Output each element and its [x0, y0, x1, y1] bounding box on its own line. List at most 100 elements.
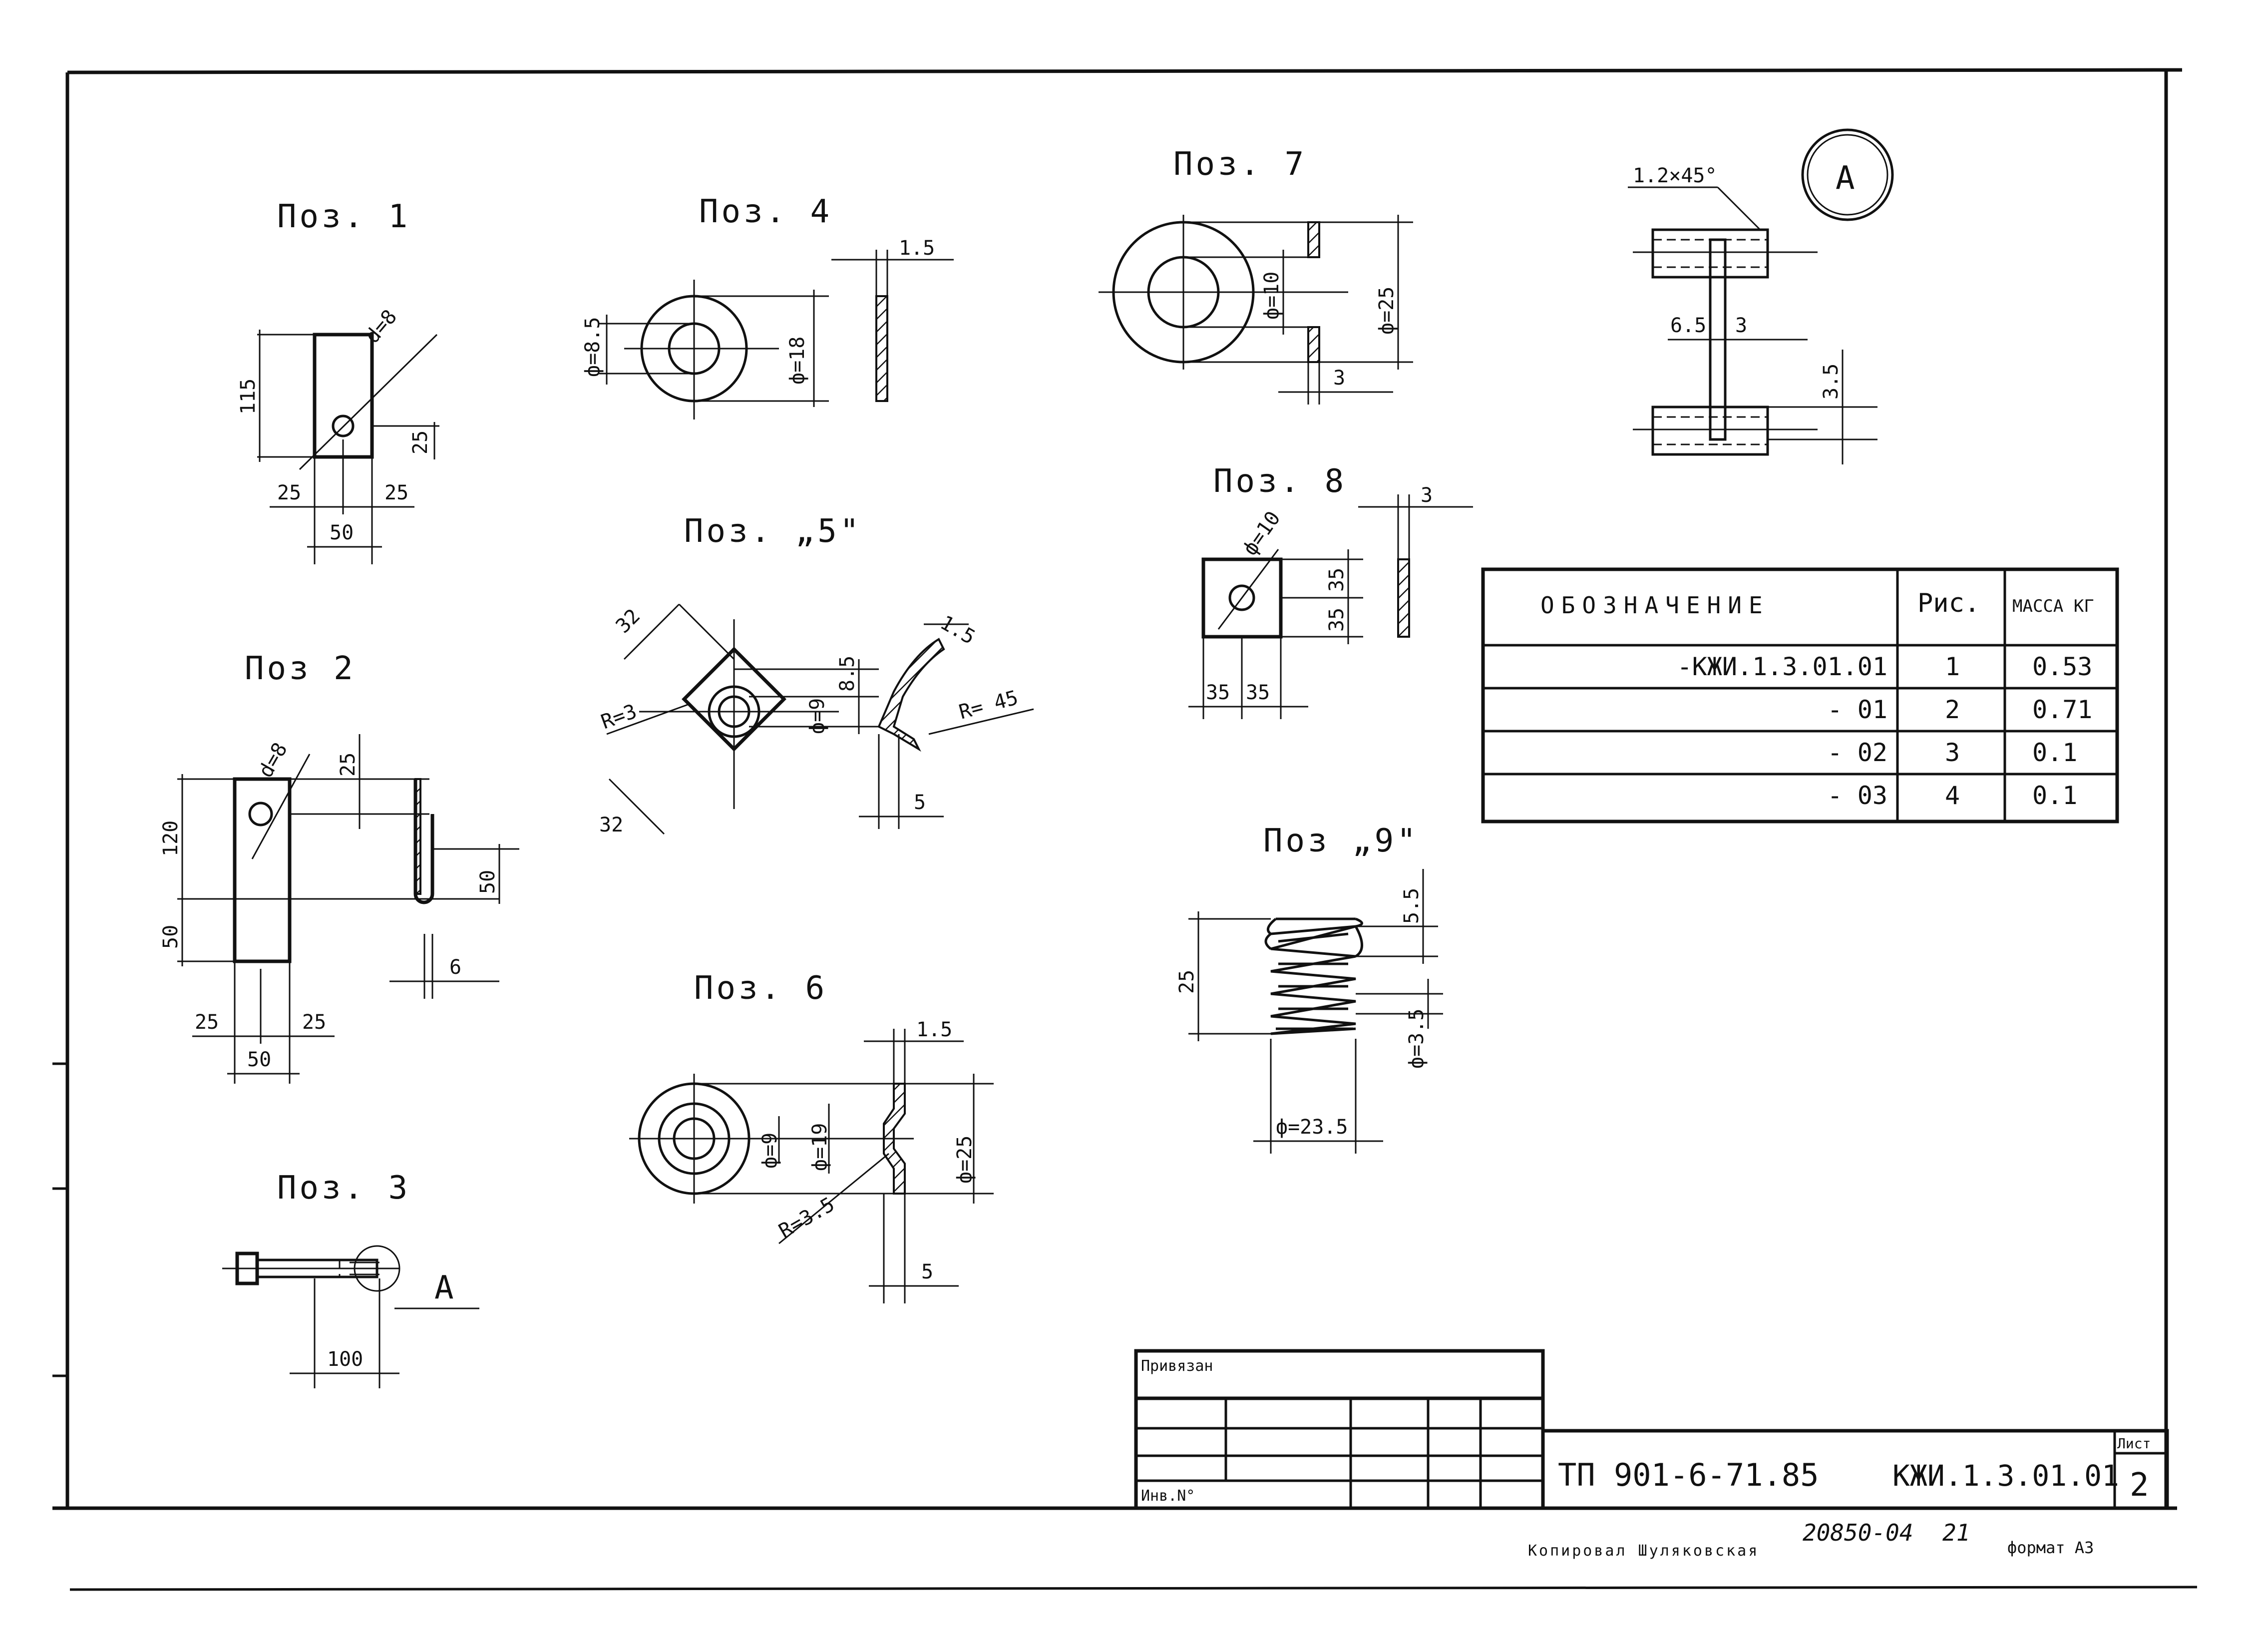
pos-8-thickness: 3 [1421, 484, 1433, 507]
detail-a-label: A [1836, 160, 1858, 197]
pos-4-inner-dia: ф=8.5 [581, 317, 604, 377]
title-block-project: ТП 901-6-71.85 [1558, 1457, 1819, 1493]
pos-3-length: 100 [327, 1348, 363, 1371]
title-block-code: КЖИ.1.3.01.01 [1892, 1459, 2119, 1493]
pos-2-title: Поз 2 [245, 650, 356, 687]
pos-5-title: Поз. „5" [684, 513, 862, 550]
detail-a-dim-b: 3 [1735, 314, 1747, 337]
spec-row-3-mass: 0.1 [2032, 738, 2077, 767]
pos-8-title: Поз. 8 [1213, 463, 1347, 500]
position-3: Поз. 3 A 100 [222, 1170, 479, 1388]
pos-5-depth: 5 [914, 791, 926, 814]
pos-1-title: Поз. 1 [277, 198, 410, 235]
title-block-sheet-label: Лист [2117, 1435, 2151, 1452]
title-block-inv-no: Инв.N° [1141, 1487, 1195, 1505]
pos-5-bend-radius: R= 45 [957, 686, 1021, 724]
spec-row-4-designation: - 03 [1828, 781, 1887, 810]
footer-format: формат А3 [2007, 1538, 2094, 1557]
title-block: Привязан Инв.N° ТП 901-6-71.85 КЖИ.1.3.0… [1134, 1349, 2169, 1510]
pos-7-outer-dia: ф=25 [1375, 287, 1398, 335]
position-4: Поз. 4 ф=8.5 ф=18 1.5 [581, 193, 954, 419]
pos-8-hole-dia: ф=10 [1239, 507, 1285, 559]
position-9: Поз „9" 25 5.5 ф=3.5 ф=23.5 [1175, 823, 1443, 1154]
detail-a: A 1.2×45° 6.5 3 3.5 [1628, 128, 1894, 464]
pos-6-dia-1: ф=9 [758, 1133, 781, 1169]
spec-row-2-designation: - 01 [1828, 695, 1887, 724]
pos-5-corner-radius: R=3 [598, 700, 640, 734]
spec-row-2-figure: 2 [1945, 695, 1960, 724]
detail-a-dim-a: 6.5 [1670, 314, 1706, 337]
pos-3-title: Поз. 3 [277, 1170, 410, 1207]
pos-4-title: Поз. 4 [699, 193, 832, 230]
pos-9-coil-dia: ф=23.5 [1276, 1116, 1348, 1139]
pos-5-thickness: 1.5 [936, 611, 979, 649]
pos-2-hook: 50 [476, 870, 499, 894]
position-6: Поз. 6 ф=9 ф=19 ф=25 1.5 R=3.5 5 [629, 970, 994, 1303]
position-2: Поз 2 d=8 120 50 25 50 6 25 25 50 [159, 650, 519, 1084]
pos-6-depth: 5 [921, 1260, 933, 1283]
position-8: Поз. 8 ф=10 35 35 3 35 35 [1188, 463, 1473, 719]
detail-a-dim-c: 3.5 [1820, 364, 1843, 400]
spec-header-figure: Рис. [1917, 588, 1980, 618]
title-block-sheet-no: 2 [2130, 1467, 2149, 1504]
detail-a-chamfer: 1.2×45° [1633, 164, 1717, 187]
pos-2-w2: 25 [302, 1011, 326, 1034]
pos-6-dia-2: ф=19 [808, 1123, 831, 1171]
pos-1-w2: 25 [384, 481, 408, 504]
pos-8-h2: 35 [1325, 608, 1348, 632]
pos-2-thickness: 6 [449, 956, 461, 979]
spec-header-designation: ОБОЗНАЧЕНИЕ [1540, 592, 1770, 619]
pos-8-w2: 35 [1246, 681, 1270, 704]
spec-row-1-figure: 1 [1945, 652, 1960, 681]
sheet-frame [52, 68, 2198, 1591]
footer-copied: Копировал Шуляковская [1528, 1542, 1759, 1560]
pos-4-thickness: 1.5 [899, 237, 935, 260]
pos-6-thickness: 1.5 [916, 1018, 952, 1041]
position-7: Поз. 7 ф=10 ф=25 3 [1099, 146, 1413, 405]
position-1: Поз. 1 115 25 d=8 25 25 50 [237, 198, 439, 564]
spec-row-1-designation: -КЖИ.1.3.01.01 [1677, 652, 1887, 681]
spec-row-3-figure: 3 [1945, 738, 1960, 767]
pos-6-radius: R=3.5 [775, 1193, 838, 1243]
pos-3-detail-ref: A [434, 1269, 457, 1306]
spec-row-4-figure: 4 [1945, 781, 1960, 810]
footer-number: 20850-04 [1803, 1519, 1913, 1546]
pos-5-hole-dia: ф=9 [806, 698, 829, 734]
pos-2-bottom: 50 [159, 925, 182, 949]
pos-1-hole-dia: d=8 [361, 306, 401, 348]
spec-table: ОБОЗНАЧЕНИЕ Рис. МАССА КГ -КЖИ.1.3.01.01… [1481, 567, 2119, 824]
position-5: Поз. „5" 32 32 R=3 8.5 ф=9 1.5 R= 45 5 [598, 513, 1034, 836]
spec-row-4-mass: 0.1 [2032, 781, 2077, 810]
footer-page: 21 [1942, 1519, 1970, 1546]
pos-7-thickness: 3 [1333, 367, 1345, 390]
pos-6-title: Поз. 6 [694, 970, 827, 1007]
footer: Копировал Шуляковская 20850-04 21 формат… [1528, 1519, 2094, 1560]
pos-6-dia-3: ф=25 [953, 1136, 976, 1184]
spec-row-2-mass: 0.71 [2032, 695, 2092, 724]
spec-row-1-mass: 0.53 [2032, 652, 2092, 681]
pos-1-offset: 25 [409, 430, 432, 454]
pos-9-height: 25 [1175, 970, 1198, 994]
pos-1-w1: 25 [277, 481, 301, 504]
pos-2-top: 25 [337, 753, 360, 777]
pos-9-title: Поз „9" [1263, 823, 1419, 859]
spec-row-3-designation: - 02 [1828, 738, 1887, 767]
pos-7-title: Поз. 7 [1173, 146, 1307, 183]
pos-1-height: 115 [237, 379, 260, 414]
pos-2-w1: 25 [195, 1011, 219, 1034]
pos-2-height: 120 [159, 821, 182, 856]
pos-7-inner-dia: ф=10 [1260, 272, 1283, 320]
pos-4-outer-dia: ф=18 [786, 337, 809, 385]
pos-5-offset: 8.5 [836, 656, 859, 692]
title-block-privyazan: Привязан [1141, 1357, 1213, 1375]
pos-8-w1: 35 [1206, 681, 1230, 704]
pos-1-width: 50 [330, 521, 354, 544]
pos-8-h1: 35 [1325, 568, 1348, 592]
pos-5-side-a: 32 [612, 604, 645, 638]
pos-9-pitch: 5.5 [1400, 888, 1423, 924]
pos-9-wire-dia: ф=3.5 [1405, 1009, 1428, 1069]
pos-2-width: 50 [247, 1048, 271, 1071]
pos-5-side-b: 32 [599, 814, 623, 836]
pos-2-hole-dia: d=8 [254, 739, 292, 782]
